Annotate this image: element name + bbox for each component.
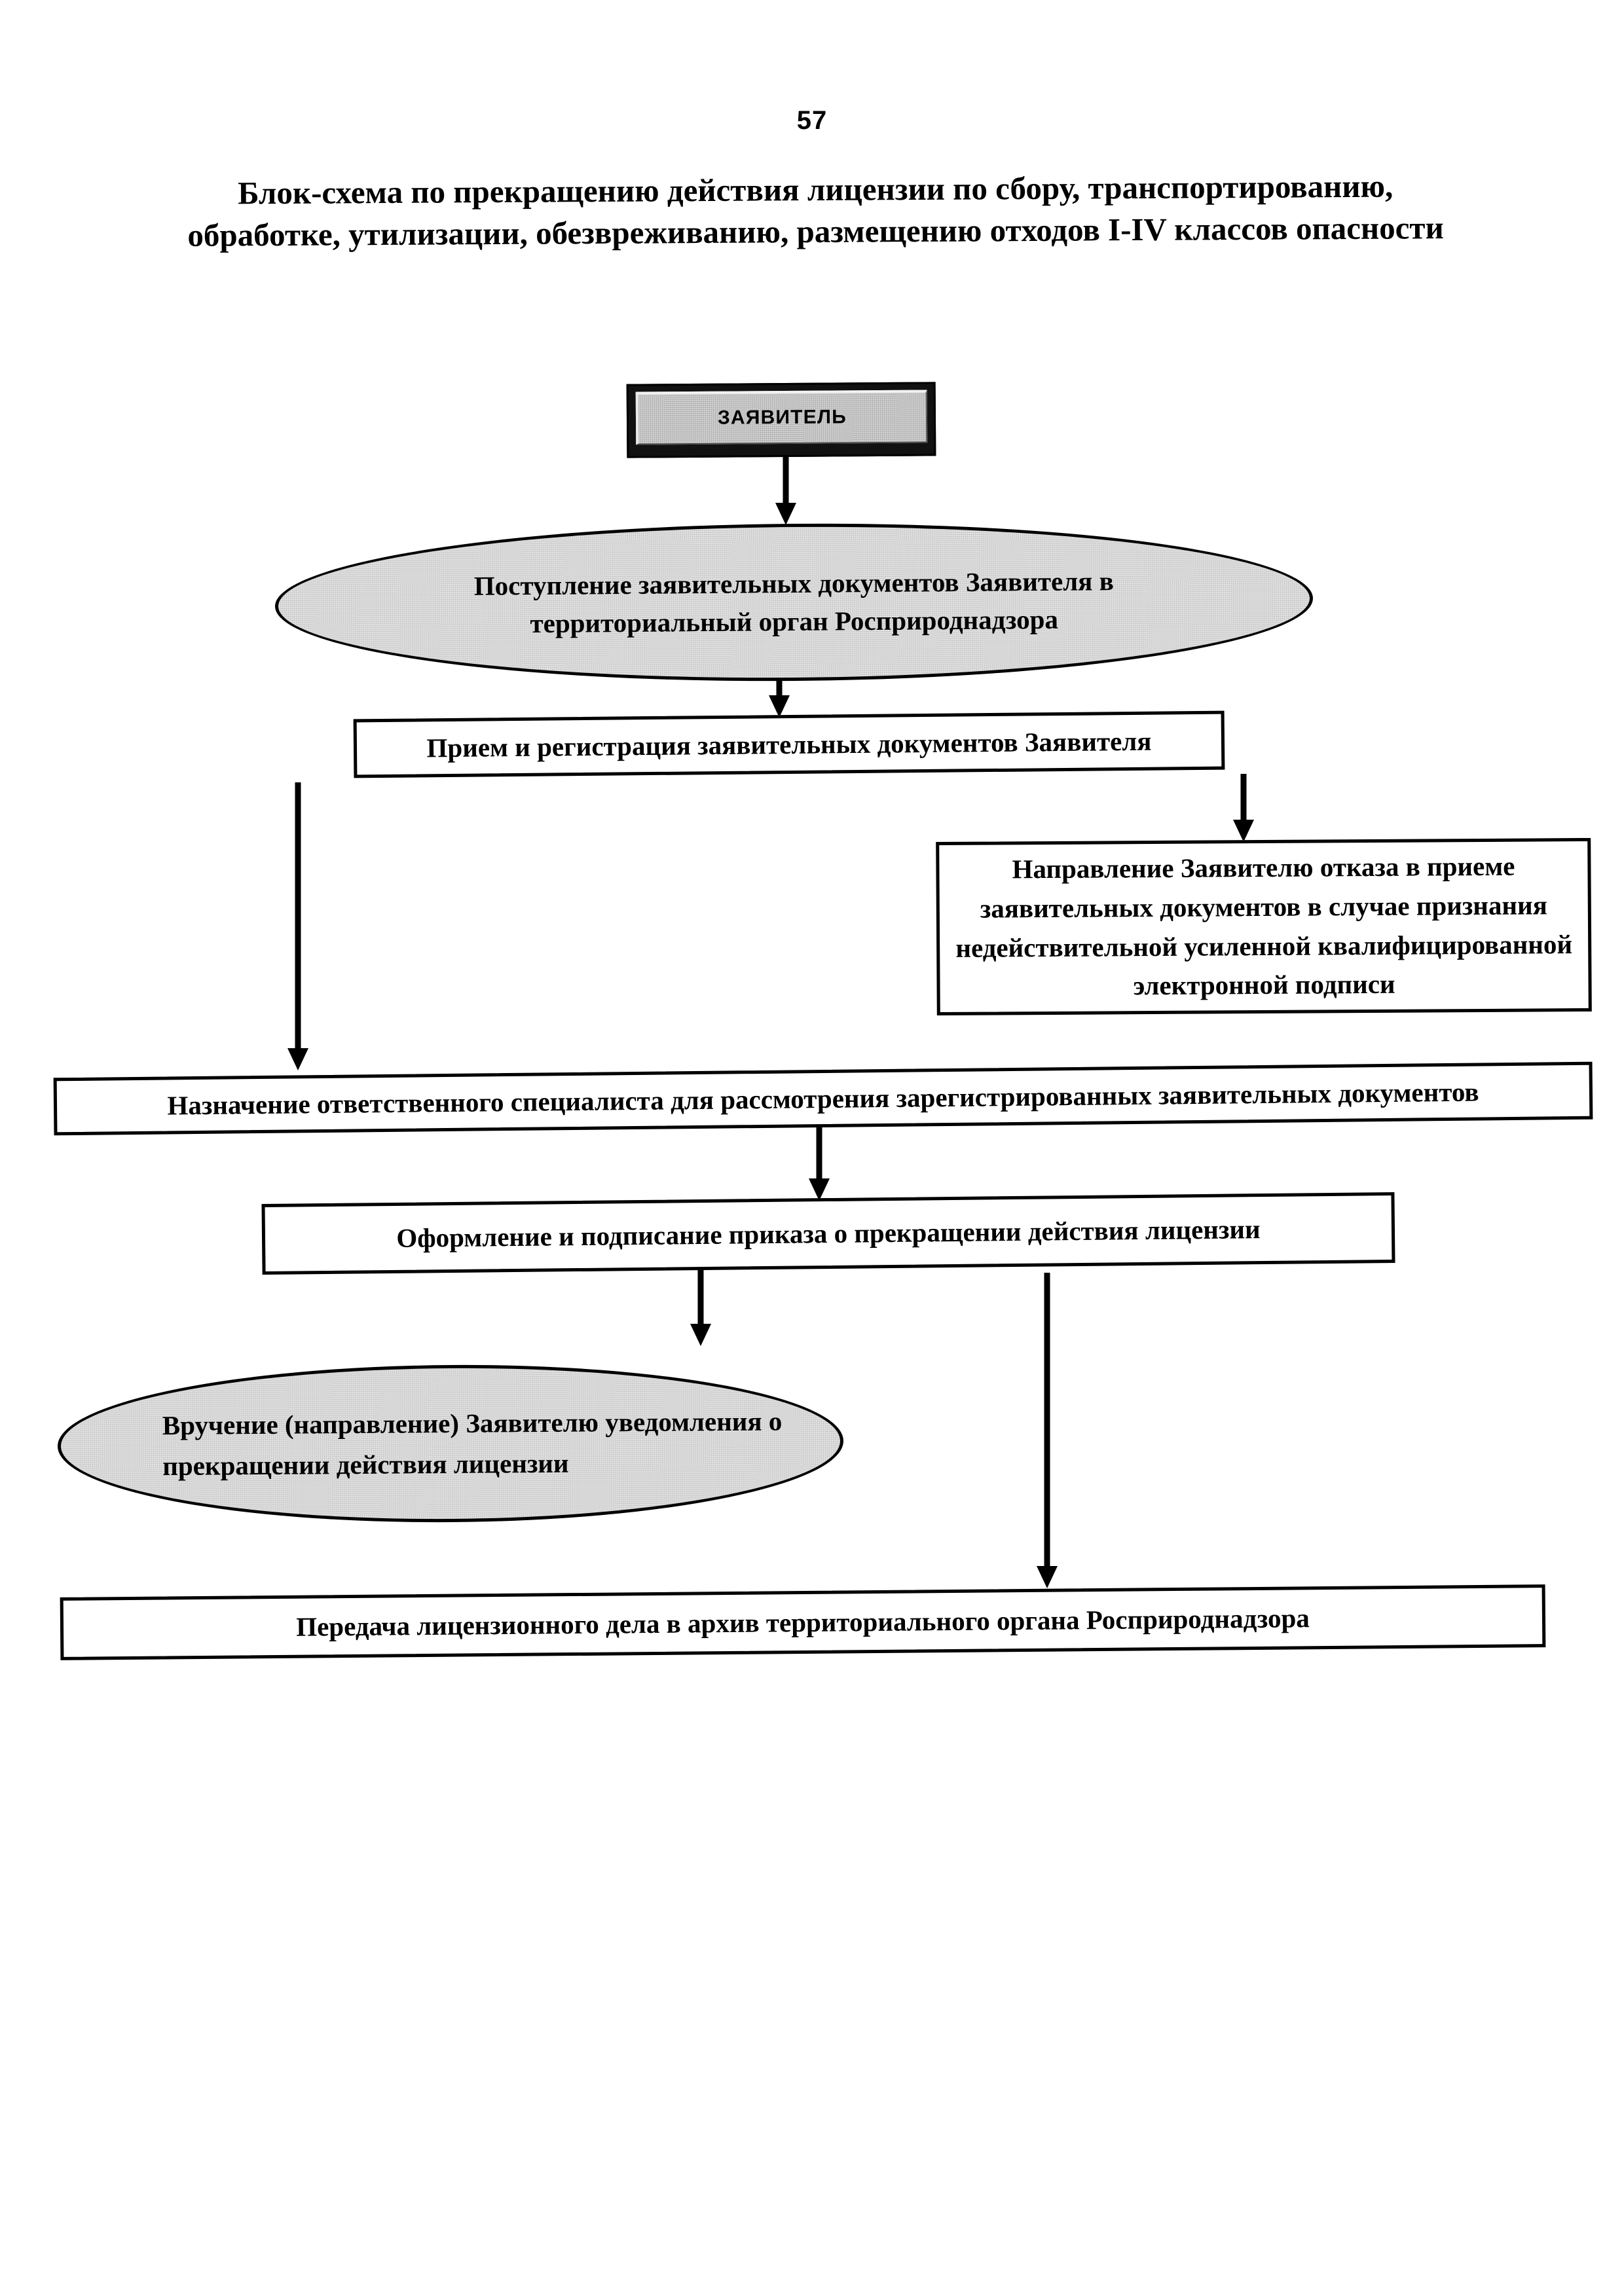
flow-node-intake-label: Поступление заявительных документов Заяв… <box>473 565 1114 639</box>
flow-node-applicant: ЗАЯВИТЕЛЬ <box>626 382 936 458</box>
arrow-down-icon-intake-to-register <box>768 678 790 718</box>
flow-node-intake: Поступление заявительных документов Заяв… <box>274 519 1314 685</box>
bevel-inner-face: ЗАЯВИТЕЛЬ <box>635 390 928 445</box>
arrow-head <box>690 1324 711 1346</box>
flow-node-assign-label: Назначение ответственного специалиста дл… <box>167 1076 1479 1121</box>
arrow-head <box>1233 820 1254 842</box>
arrow-head <box>809 1178 830 1201</box>
arrow-down-icon-order-to-archive <box>1036 1273 1058 1588</box>
flow-node-archive-label: Передача лицензионного дела в архив терр… <box>296 1603 1310 1642</box>
arrow-head <box>287 1048 308 1070</box>
flow-node-order: Оформление и подписание приказа о прекра… <box>261 1192 1395 1275</box>
arrow-shaft <box>1044 1273 1050 1567</box>
arrow-shaft <box>697 1269 704 1325</box>
arrow-down-icon-register-to-refusal <box>1232 774 1255 842</box>
flow-node-notice: Вручение (направление) Заявителю уведомл… <box>57 1362 844 1525</box>
flow-node-refusal: Направление Заявителю отказа в приеме за… <box>936 837 1592 1016</box>
arrow-down-icon-order-to-notice <box>690 1269 712 1346</box>
flow-node-register: Прием и регистрация заявительных докумен… <box>353 710 1225 778</box>
arrow-shaft <box>776 678 783 697</box>
flow-node-order-label: Оформление и подписание приказа о прекра… <box>396 1213 1261 1253</box>
arrow-head <box>1037 1566 1058 1588</box>
flow-node-archive: Передача лицензионного дела в архив терр… <box>60 1584 1546 1660</box>
flow-node-assign: Назначение ответственного специалиста дл… <box>53 1061 1593 1136</box>
flow-node-notice-label: Вручение (направление) Заявителю уведомл… <box>162 1406 783 1482</box>
arrow-down-icon-applicant-to-intake <box>775 457 797 525</box>
arrow-shaft <box>783 457 789 504</box>
arrow-shaft <box>816 1127 822 1180</box>
arrow-head <box>775 503 796 525</box>
flow-node-register-label: Прием и регистрация заявительных докумен… <box>426 725 1152 763</box>
arrow-head <box>769 695 790 718</box>
page-title: Блок-схема по прекращению действия лицен… <box>187 168 1444 253</box>
arrow-down-icon-register-to-assign <box>287 782 309 1070</box>
arrow-shaft <box>295 782 301 1049</box>
page-number: 57 <box>796 106 828 135</box>
arrow-shaft <box>1240 774 1247 821</box>
arrow-down-icon-assign-to-order <box>808 1127 830 1201</box>
flow-node-refusal-label: Направление Заявителю отказа в приеме за… <box>955 850 1573 1001</box>
flow-node-applicant-label: ЗАЯВИТЕЛЬ <box>717 406 847 429</box>
